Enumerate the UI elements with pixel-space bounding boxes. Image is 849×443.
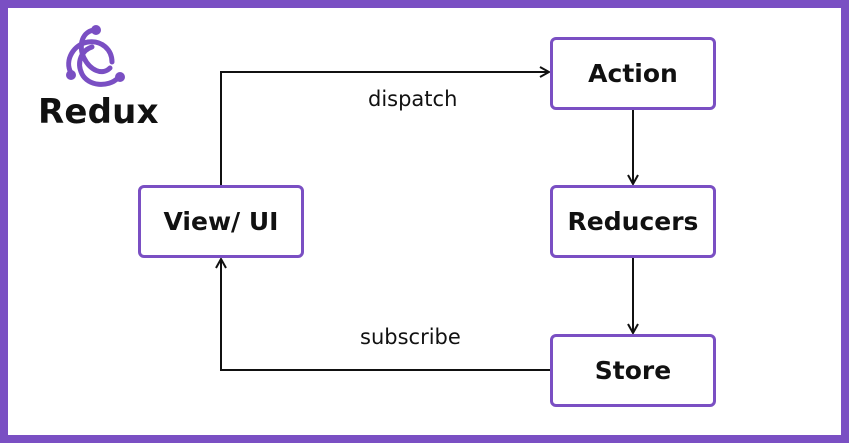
store-label: Store — [594, 356, 672, 385]
store-node: Store — [550, 334, 716, 407]
action-node: Action — [550, 37, 716, 110]
dispatch-label: dispatch — [368, 87, 458, 111]
reducers-label: Reducers — [567, 207, 699, 236]
dispatch-arrow — [220, 72, 549, 185]
action-label: Action — [588, 59, 678, 88]
subscribe-label: subscribe — [360, 325, 461, 349]
redux-logo-icon — [66, 25, 125, 87]
brand-name: Redux — [38, 92, 159, 132]
view-ui-label: View/ UI — [163, 207, 279, 236]
reducers-node: Reducers — [550, 185, 716, 258]
view-ui-node: View/ UI — [138, 185, 304, 258]
subscribe-arrow — [221, 259, 550, 371]
